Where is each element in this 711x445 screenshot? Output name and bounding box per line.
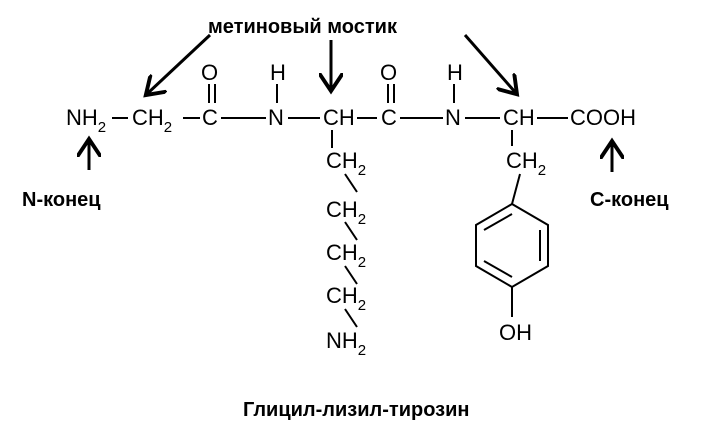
svg-text:NH2: NH2 <box>326 328 366 359</box>
amide-n-2: N <box>445 105 461 130</box>
aromatic-bond-inner <box>483 260 513 278</box>
lysine-side-chain: CH2 CH2 CH2 CH2 NH2 <box>326 130 366 359</box>
svg-text:CH2: CH2 <box>326 240 366 271</box>
n-end-label: N-конец <box>22 189 101 211</box>
compound-title: Глицил-лизил-тирозин <box>243 399 469 421</box>
aromatic-bond-inner <box>483 213 513 231</box>
carbonyl-o-1: O <box>201 60 218 85</box>
methine-bridge-label: метиновый мостик <box>208 16 398 38</box>
amide-h-1: H <box>270 60 286 85</box>
amide-h-2: H <box>447 60 463 85</box>
carbonyl-c-1: C <box>202 105 218 130</box>
arrow-to-glycine-ch2 <box>148 33 212 93</box>
amide-n-1: N <box>268 105 284 130</box>
cooh-c-terminal: COOH <box>570 105 636 130</box>
svg-text:CH2: CH2 <box>326 197 366 228</box>
carbonyl-o-2: O <box>380 60 397 85</box>
svg-text:CH2: CH2 <box>506 148 546 179</box>
phenol-oh: OH <box>499 320 532 345</box>
lysine-ch: CH <box>323 105 355 130</box>
nh2-n-terminal: NH2 <box>66 105 106 136</box>
c-end-label: C-конец <box>590 189 669 211</box>
svg-text:CH2: CH2 <box>326 148 366 179</box>
benzene-ring <box>475 202 549 289</box>
tyrosine-ch: CH <box>503 105 535 130</box>
svg-text:CH2: CH2 <box>326 283 366 314</box>
arrow-to-tyrosine-ch <box>463 34 515 92</box>
glycine-ch2: CH2 <box>132 105 172 136</box>
carbonyl-c-2: C <box>381 105 397 130</box>
tyrosine-side-chain: CH2 OH <box>475 130 549 345</box>
